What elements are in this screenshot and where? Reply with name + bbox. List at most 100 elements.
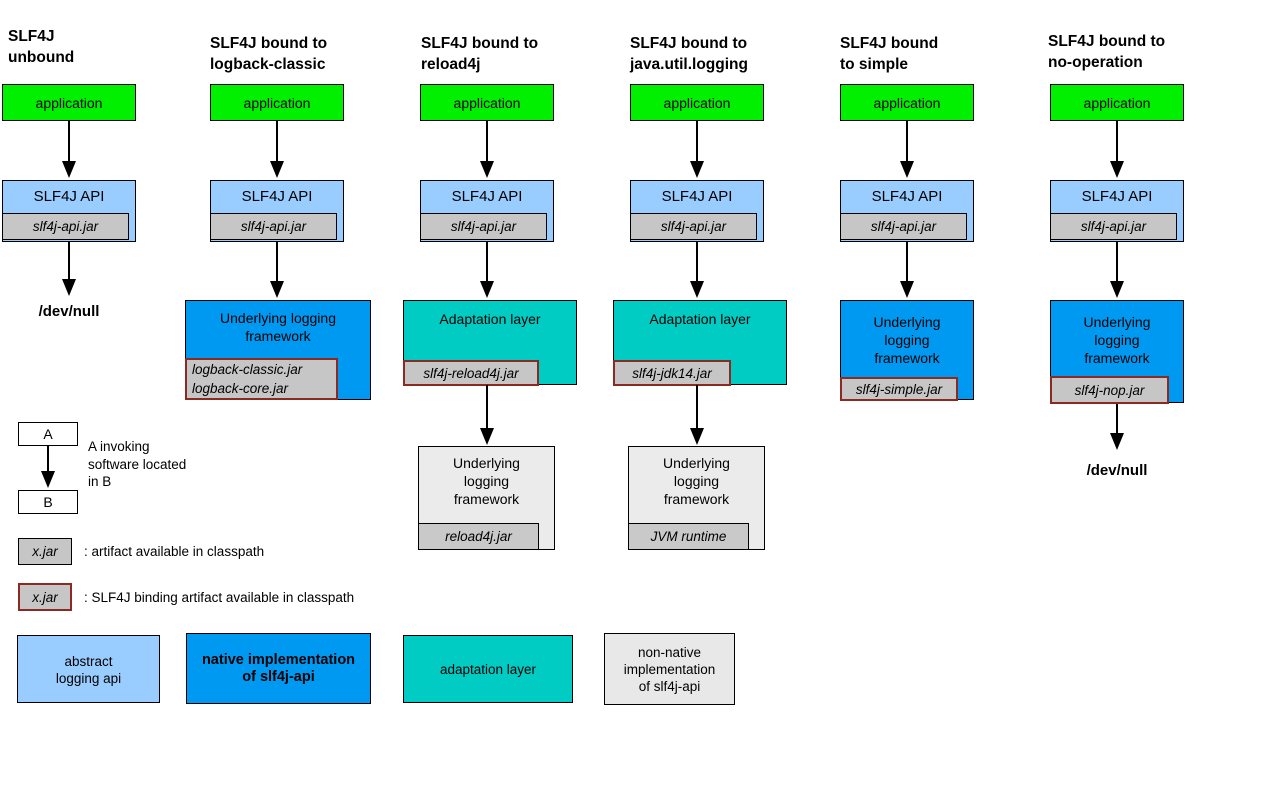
key-line: of slf4j-api (638, 679, 701, 694)
invoking-note-line: software located (88, 456, 187, 472)
key-line: native implementation (201, 652, 356, 668)
framework-label-line: framework (874, 350, 940, 366)
title-line: SLF4J bound to (1048, 33, 1166, 50)
framework-label-line: Underlying (663, 455, 730, 471)
application-box: application (420, 84, 554, 121)
arrow-down-icon (270, 242, 284, 298)
slf4j-api-box: SLF4J API slf4j-api.jar (1050, 180, 1184, 242)
framework-label-line: logging (463, 473, 510, 489)
jar-line: logback-classic.jar (192, 362, 303, 377)
slf4j-api-label: SLF4J API (241, 188, 313, 205)
key-native-box: native implementation of slf4j-api (186, 633, 371, 704)
arrow-down-icon (1110, 404, 1124, 450)
invoking-note-line: A invoking (88, 439, 150, 454)
title-line: reload4j (421, 56, 481, 73)
arrow-down-icon (62, 121, 76, 178)
slf4j-api-label: SLF4J API (33, 188, 105, 205)
arrow-down-icon (690, 385, 704, 445)
legend-box-a: A (18, 422, 78, 446)
slf4j-api-jar: slf4j-api.jar (210, 213, 337, 240)
slf4j-api-jar: slf4j-api.jar (630, 213, 757, 240)
slf4j-api-jar: slf4j-api.jar (1050, 213, 1177, 240)
title-line: SLF4J bound (840, 35, 939, 52)
application-box: application (1050, 84, 1184, 121)
application-box: application (840, 84, 974, 121)
framework-label-line: logging (673, 473, 720, 489)
arrow-down-icon (1110, 242, 1124, 298)
arrow-down-icon (480, 385, 494, 445)
jar-line: logback-core.jar (192, 381, 289, 396)
key-nonnative-box: non-native implementation of slf4j-api (604, 633, 735, 705)
adaptation-layer-box: Adaptation layer slf4j-reload4j.jar (403, 300, 577, 386)
arrow-down-icon (270, 121, 284, 178)
framework-label-line: framework (453, 491, 520, 507)
artifact-note: : artifact available in classpath (84, 544, 265, 559)
slf4j-api-box: SLF4J API slf4j-api.jar (840, 180, 974, 242)
adaptation-layer-box: Adaptation layer slf4j-jdk14.jar (613, 300, 787, 386)
key-line: non-native (637, 645, 702, 660)
adaptation-label: Adaptation layer (649, 311, 751, 327)
slf4j-api-box: SLF4J API slf4j-api.jar (630, 180, 764, 242)
key-line: abstract (64, 654, 113, 669)
binding-note: : SLF4J binding artifact available in cl… (84, 590, 355, 605)
framework-label-line: Underlying logging (220, 310, 336, 326)
title-line: no-operation (1048, 54, 1143, 71)
title-line: to simple (840, 56, 909, 73)
framework-jar: JVM runtime (628, 523, 749, 550)
framework-label-line: logging (884, 332, 930, 348)
application-box: application (630, 84, 764, 121)
key-adaptation-box: adaptation layer (403, 635, 573, 703)
underlying-framework-box: Underlying logging framework slf4j-nop.j… (1050, 300, 1184, 404)
binding-jar: slf4j-reload4j.jar (403, 360, 539, 386)
framework-label-line: framework (245, 328, 311, 344)
slf4j-api-box: SLF4J API slf4j-api.jar (2, 180, 136, 242)
slf4j-api-label: SLF4J API (1081, 188, 1153, 205)
title-line: SLF4J bound to (421, 35, 539, 52)
binding-jar: slf4j-jdk14.jar (613, 360, 731, 386)
framework-jar: reload4j.jar (418, 523, 539, 550)
arrow-down-icon (41, 446, 55, 488)
invoking-note-line: in B (88, 474, 112, 489)
column-title-jul: SLF4J bound to java.util.logging (630, 33, 748, 75)
slf4j-api-jar: slf4j-api.jar (420, 213, 547, 240)
arrow-down-icon (690, 121, 704, 178)
title-line: logback-classic (210, 56, 326, 73)
dev-null-label: /dev/null (1086, 462, 1148, 479)
title-line: SLF4J (8, 28, 55, 45)
application-box: application (210, 84, 344, 121)
underlying-framework-box: Underlying logging framework slf4j-simpl… (840, 300, 974, 401)
adaptation-label: Adaptation layer (439, 311, 541, 327)
xjar-sample: x.jar (18, 538, 72, 565)
dev-null-label: /dev/null (38, 303, 100, 320)
title-line: SLF4J bound to (210, 35, 328, 52)
column-title-logback-classic: SLF4J bound to logback-classic (210, 33, 327, 75)
key-line: logging api (55, 671, 122, 686)
framework-label-line: logging (1094, 332, 1140, 348)
slf4j-api-label: SLF4J API (661, 188, 733, 205)
column-title-simple: SLF4J bound to simple (840, 33, 938, 75)
binding-jar: slf4j-simple.jar (840, 377, 958, 401)
arrow-down-icon (480, 242, 494, 298)
underlying-framework-box: Underlying logging framework reload4j.ja… (418, 446, 555, 550)
key-line: implementation (623, 662, 716, 677)
application-box: application (2, 84, 136, 121)
column-title-reload4j: SLF4J bound to reload4j (421, 33, 538, 75)
title-line: unbound (8, 49, 75, 66)
framework-label-line: framework (663, 491, 730, 507)
column-title-unbound: SLF4J unbound (8, 26, 74, 68)
slf4j-api-box: SLF4J API slf4j-api.jar (210, 180, 344, 242)
arrow-down-icon (900, 242, 914, 298)
key-abstract-box: abstract logging api (17, 635, 160, 703)
invoking-note: A invoking software located in B (88, 438, 186, 491)
title-line: java.util.logging (630, 56, 748, 73)
framework-label-line: Underlying (1083, 314, 1151, 330)
binding-jar: logback-classic.jar logback-core.jar (185, 358, 338, 400)
title-line: SLF4J bound to (630, 35, 748, 52)
framework-label-line: framework (1084, 350, 1150, 366)
slf4j-api-label: SLF4J API (871, 188, 943, 205)
underlying-framework-box: Underlying logging framework logback-cla… (185, 300, 371, 400)
underlying-framework-box: Underlying logging framework JVM runtime (628, 446, 765, 550)
binding-xjar-sample: x.jar (18, 583, 72, 611)
framework-label-line: Underlying (453, 455, 520, 471)
